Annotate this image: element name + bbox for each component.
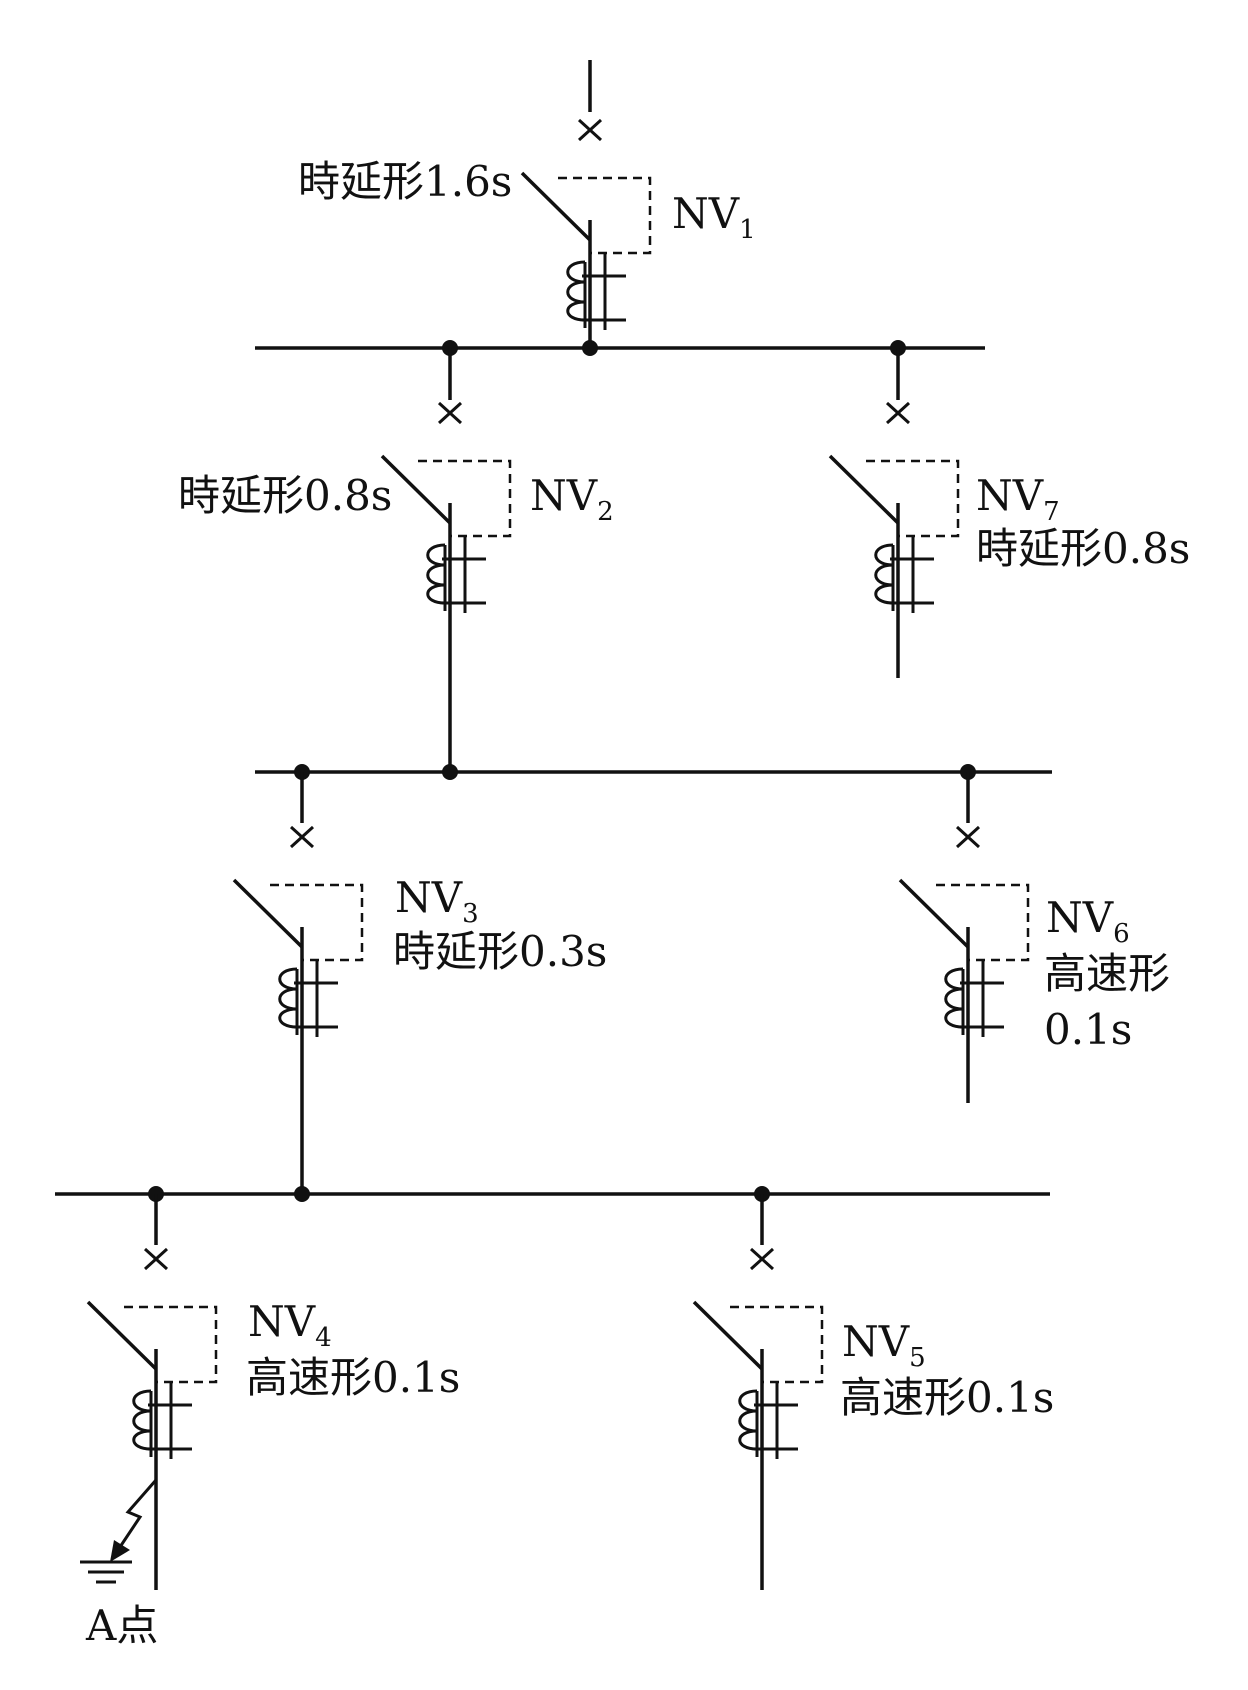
nv1-type-label: 時延形1.6s — [298, 157, 512, 206]
nv7-name: NV7 — [976, 471, 1060, 527]
breaker-nv6 — [898, 772, 1030, 1103]
fault-point-label: A点 — [85, 1601, 158, 1650]
nv7-type-label: 時延形0.8s — [976, 524, 1190, 573]
junction-dot — [294, 1186, 310, 1202]
ground-fault-icon — [80, 1479, 158, 1584]
junction-dot — [442, 764, 458, 780]
breaker-nv1 — [520, 60, 652, 348]
breaker-nv5 — [692, 1194, 824, 1590]
nv6-type-label-line2: 0.1s — [1044, 1005, 1132, 1054]
nv2-type-label: 時延形0.8s — [178, 471, 392, 520]
breaker-nv2 — [380, 348, 512, 772]
nv5-type-label: 高速形0.1s — [840, 1373, 1054, 1422]
breaker-nv3 — [232, 772, 364, 1194]
junction-dot — [582, 340, 598, 356]
nv6-type-label-line1: 高速形 — [1044, 949, 1170, 998]
nv6-name: NV6 — [1046, 893, 1130, 949]
nv5-name: NV5 — [842, 1317, 926, 1373]
nv1-name: NV1 — [672, 189, 756, 245]
nv3-name: NV3 — [395, 873, 479, 929]
breaker-nv7 — [828, 348, 960, 678]
nv2-name: NV2 — [530, 471, 614, 527]
breaker-nv4 — [86, 1194, 218, 1590]
nv3-type-label: 時延形0.3s — [393, 927, 607, 976]
nv4-name: NV4 — [248, 1297, 332, 1353]
nv4-type-label: 高速形0.1s — [246, 1353, 460, 1402]
